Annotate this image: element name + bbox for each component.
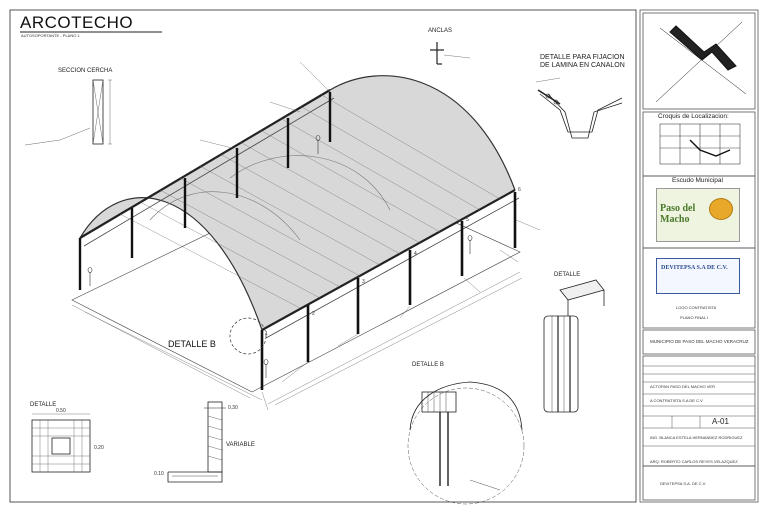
detalle-fijacion-diagram [535, 77, 623, 139]
detalle-b-section-label: DETALLE B [412, 362, 444, 368]
detalle-right-label: DETALLE [554, 272, 581, 278]
detalle-b-callout [229, 317, 267, 355]
leader-lines [199, 61, 541, 411]
seccion-cercha-detail [24, 79, 112, 146]
columns-left [78, 92, 332, 290]
contractor-logo: DEVITEPSA S.A DE C.V. [656, 258, 740, 294]
page-subtitle: AUTOSOPORTANTE - PLANO 1 [21, 33, 80, 38]
variable-label: VARIABLE [226, 442, 255, 448]
left-beam [79, 89, 331, 239]
dim-030-label: 0.30 [228, 405, 238, 411]
detalle-b-section [407, 381, 525, 505]
dim-050-label: 0.50 [56, 408, 66, 414]
back-arch [329, 75, 516, 191]
column-number-3: 3 [362, 279, 365, 285]
firma-2: ARQ. ROBERTO CARLOS REYES VELAZQUEZ [650, 459, 738, 464]
columns-right [260, 192, 517, 390]
drawing-frame [9, 9, 637, 503]
column-number-1: 1 [265, 331, 268, 337]
column-number-2: 2 [312, 311, 315, 317]
title-block [639, 9, 759, 503]
human-figures [87, 135, 473, 378]
dim-010-label: 0.10 [154, 471, 164, 477]
muni-logo-text-1: Paso del [660, 203, 696, 214]
anclas-detail [430, 42, 471, 65]
front-arch [79, 197, 263, 331]
fruit-icon [709, 198, 733, 220]
right-beam [261, 189, 516, 331]
detalle-b-label: DETALLE B [168, 339, 216, 349]
plano-final-label: PLANO FINAL I [680, 315, 709, 320]
escudo-label: Escudo Municipal [672, 177, 723, 184]
croquis-label: Croquis de Localizacion: [658, 113, 729, 120]
column-number-5: 5 [466, 217, 469, 223]
muni-logo-text-2: Macho [660, 214, 690, 225]
firma-3: DEVITEPSA S.A. DE C.V. [660, 481, 707, 486]
column-number-4: 4 [414, 251, 417, 257]
sheet-number: A-01 [712, 417, 729, 426]
location-croquis-top [655, 21, 747, 103]
detalle-zapata-label: DETALLE [30, 402, 57, 408]
column-detail-right [543, 279, 605, 413]
page-title: ARCOTECHO [20, 13, 134, 32]
firma-1: ING. BLANCA ESTELA HERNANDEZ RODRIGUEZ [650, 435, 743, 440]
location-croquis-map [659, 123, 741, 165]
seccion-cercha-label: SECCION CERCHA [58, 68, 113, 74]
detalle-fijacion-title-1: DETALLE PARA FIJACION [540, 54, 625, 61]
logo-contratista-label: LOGO CONTRATISTA [676, 305, 717, 310]
arcotecho-isometric [71, 75, 523, 406]
obra-label: A CONTRATISTA S.A DE C.V [650, 398, 703, 403]
municipal-logo: Paso del Macho [656, 188, 740, 242]
municipio-label: MUNICIPIO DE PASO DEL MACHO VERACRUZ [650, 339, 749, 344]
contractor-logo-text: DEVITEPSA S.A DE C.V. [661, 265, 728, 271]
zapata-detail [31, 413, 91, 473]
column-footing-section [167, 401, 226, 483]
anclas-label: ANCLAS [428, 28, 453, 34]
localidad-label: ACTOPAN PASO DEL MACHO VER [650, 384, 715, 389]
dim-020-label: 0.20 [94, 445, 104, 451]
column-number-6: 6 [518, 187, 521, 193]
detalle-fijacion-title-2: DE LAMINA EN CANALON [540, 62, 625, 69]
